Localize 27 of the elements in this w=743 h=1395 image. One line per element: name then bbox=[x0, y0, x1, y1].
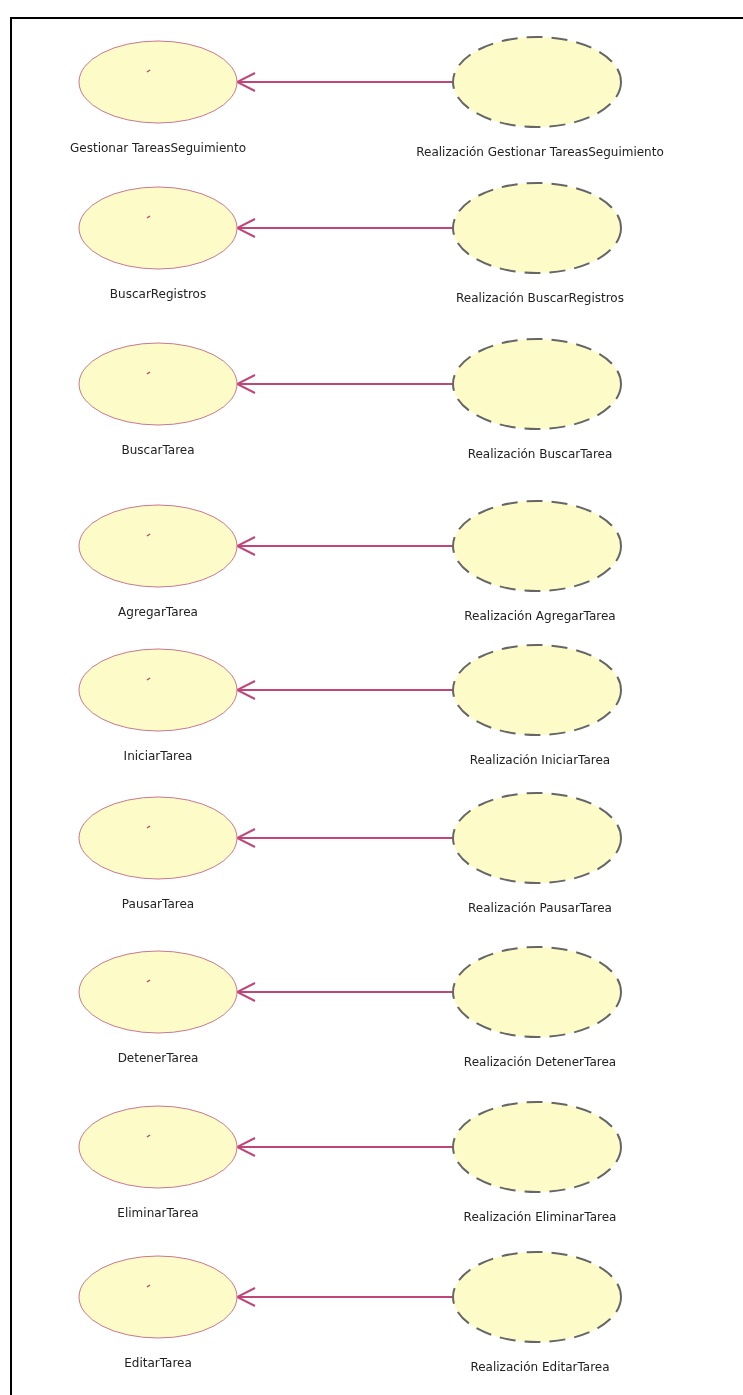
realization-arrow bbox=[236, 72, 454, 92]
use-case-name: EliminarTarea bbox=[117, 1206, 199, 1220]
use-case-name: Realización IniciarTarea bbox=[469, 753, 611, 767]
use-case-name: AgregarTarea bbox=[118, 605, 198, 619]
realization-arrow bbox=[236, 536, 454, 556]
use-case-name: Realización DetenerTarea bbox=[463, 1055, 617, 1069]
realization-arrow bbox=[236, 374, 454, 394]
use-case-name: IniciarTarea bbox=[123, 749, 193, 763]
realization-arrow bbox=[236, 982, 454, 1002]
use-case-name: Realización BuscarRegistros bbox=[456, 291, 624, 305]
realization-arrow bbox=[236, 680, 454, 700]
use-case-name: Realización AgregarTarea bbox=[464, 609, 616, 623]
realization-arrow bbox=[236, 1287, 454, 1307]
use-case-name: EditarTarea bbox=[124, 1356, 192, 1370]
use-case-name: PausarTarea bbox=[121, 897, 195, 911]
use-case-name: Realización EditarTarea bbox=[470, 1360, 610, 1374]
use-case-name: BuscarTarea bbox=[121, 443, 195, 457]
use-case-name: Realización EliminarTarea bbox=[463, 1210, 617, 1224]
use-case-name: BuscarRegistros bbox=[109, 287, 207, 301]
realization-arrow bbox=[236, 218, 454, 238]
use-case-name: Realización Gestionar TareasSeguimiento bbox=[416, 145, 664, 159]
use-case-name: DetenerTarea bbox=[117, 1051, 199, 1065]
realization-arrow bbox=[236, 1137, 454, 1157]
use-case-name: Gestionar TareasSeguimiento bbox=[70, 141, 246, 155]
use-case-name: Realización PausarTarea bbox=[468, 901, 612, 915]
realization-arrow bbox=[236, 828, 454, 848]
use-case-name: Realización BuscarTarea bbox=[467, 447, 613, 461]
